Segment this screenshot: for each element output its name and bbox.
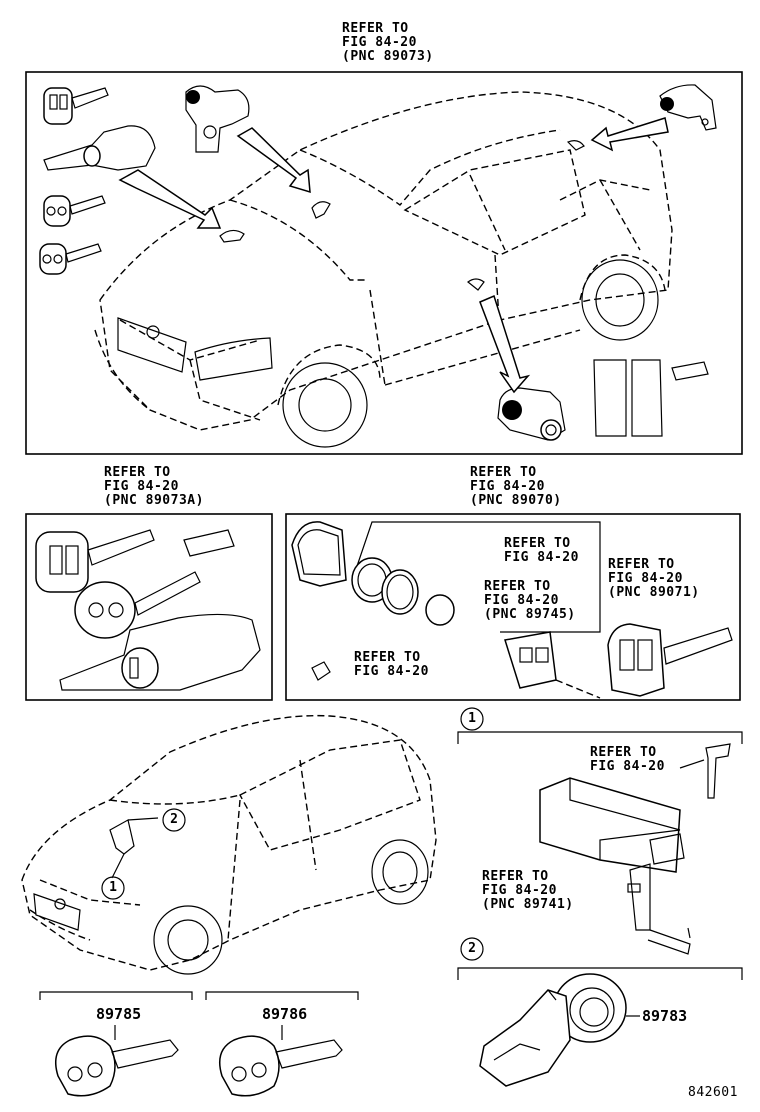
top-frame bbox=[25, 71, 743, 455]
ref-inner-line1: REFER TO bbox=[504, 536, 571, 551]
callout-1-group: 1 bbox=[468, 711, 476, 726]
car-top-illustration bbox=[94, 91, 673, 431]
transponder-plates bbox=[593, 359, 709, 437]
car-top-wheels bbox=[277, 254, 666, 448]
ref-right-line3: (PNC 89070) bbox=[470, 493, 562, 508]
door-cylinder-illustration bbox=[497, 387, 566, 441]
lock-cylinder-illustration bbox=[185, 85, 250, 153]
drawing-number: 842601 bbox=[688, 1085, 738, 1100]
ref-top-line1: REFER TO bbox=[342, 21, 409, 36]
ref-top-line3: (PNC 89073) bbox=[342, 49, 434, 64]
part-number-89783: 89783 bbox=[642, 1007, 688, 1025]
key-set-illustration bbox=[39, 87, 156, 275]
switch-89783-illustration bbox=[479, 973, 627, 1087]
ref-right-line2: FIG 84-20 bbox=[470, 479, 545, 494]
car-bottom-illustration bbox=[21, 714, 437, 975]
remote-transmitter-parts bbox=[291, 521, 733, 699]
ref-ecu-line3: (PNC 89741) bbox=[482, 897, 574, 912]
key-89785-illustration bbox=[55, 1035, 179, 1097]
ref-left-line1: REFER TO bbox=[104, 465, 171, 480]
callout-1-car: 1 bbox=[109, 880, 117, 895]
group-2-bracket bbox=[457, 967, 743, 980]
callout-2-car: 2 bbox=[170, 812, 178, 827]
part-number-89786: 89786 bbox=[262, 1005, 308, 1023]
pointer-arrows bbox=[118, 117, 669, 394]
bracket-89786 bbox=[205, 991, 359, 1000]
ref-bottom-fig-line1: REFER TO bbox=[354, 650, 421, 665]
group-1-bracket bbox=[457, 731, 743, 744]
callout-2-group: 2 bbox=[468, 941, 476, 956]
ref-bottom-fig-line2: FIG 84-20 bbox=[354, 664, 429, 679]
key-89786-illustration bbox=[219, 1035, 343, 1097]
part-number-89785: 89785 bbox=[96, 1005, 142, 1023]
key-cylinder-set-illustration bbox=[35, 529, 261, 691]
ref-89071-line1: REFER TO bbox=[608, 557, 675, 572]
ref-left-line3: (PNC 89073A) bbox=[104, 493, 204, 508]
ref-89071-line2: FIG 84-20 bbox=[608, 571, 683, 586]
ref-89071-line3: (PNC 89071) bbox=[608, 585, 700, 600]
ref-ecu-line2: FIG 84-20 bbox=[482, 883, 557, 898]
ref-top-line2: FIG 84-20 bbox=[342, 35, 417, 50]
grille bbox=[117, 317, 187, 373]
right-frame bbox=[285, 513, 741, 701]
left-frame bbox=[25, 513, 273, 701]
ref-89745-line3: (PNC 89745) bbox=[484, 607, 576, 622]
ref-bolt-line2: FIG 84-20 bbox=[590, 759, 665, 774]
ref-89745-line2: FIG 84-20 bbox=[484, 593, 559, 608]
ref-right-line1: REFER TO bbox=[470, 465, 537, 480]
ref-ecu-line1: REFER TO bbox=[482, 869, 549, 884]
back-door-cylinder-illustration bbox=[659, 84, 717, 131]
ref-bolt-line1: REFER TO bbox=[590, 745, 657, 760]
bracket-89785 bbox=[39, 991, 193, 1000]
ecu-illustration bbox=[539, 743, 731, 955]
ref-inner-line2: FIG 84-20 bbox=[504, 550, 579, 565]
bracket-line bbox=[353, 521, 601, 633]
ref-89745-line1: REFER TO bbox=[484, 579, 551, 594]
ref-left-line2: FIG 84-20 bbox=[104, 479, 179, 494]
